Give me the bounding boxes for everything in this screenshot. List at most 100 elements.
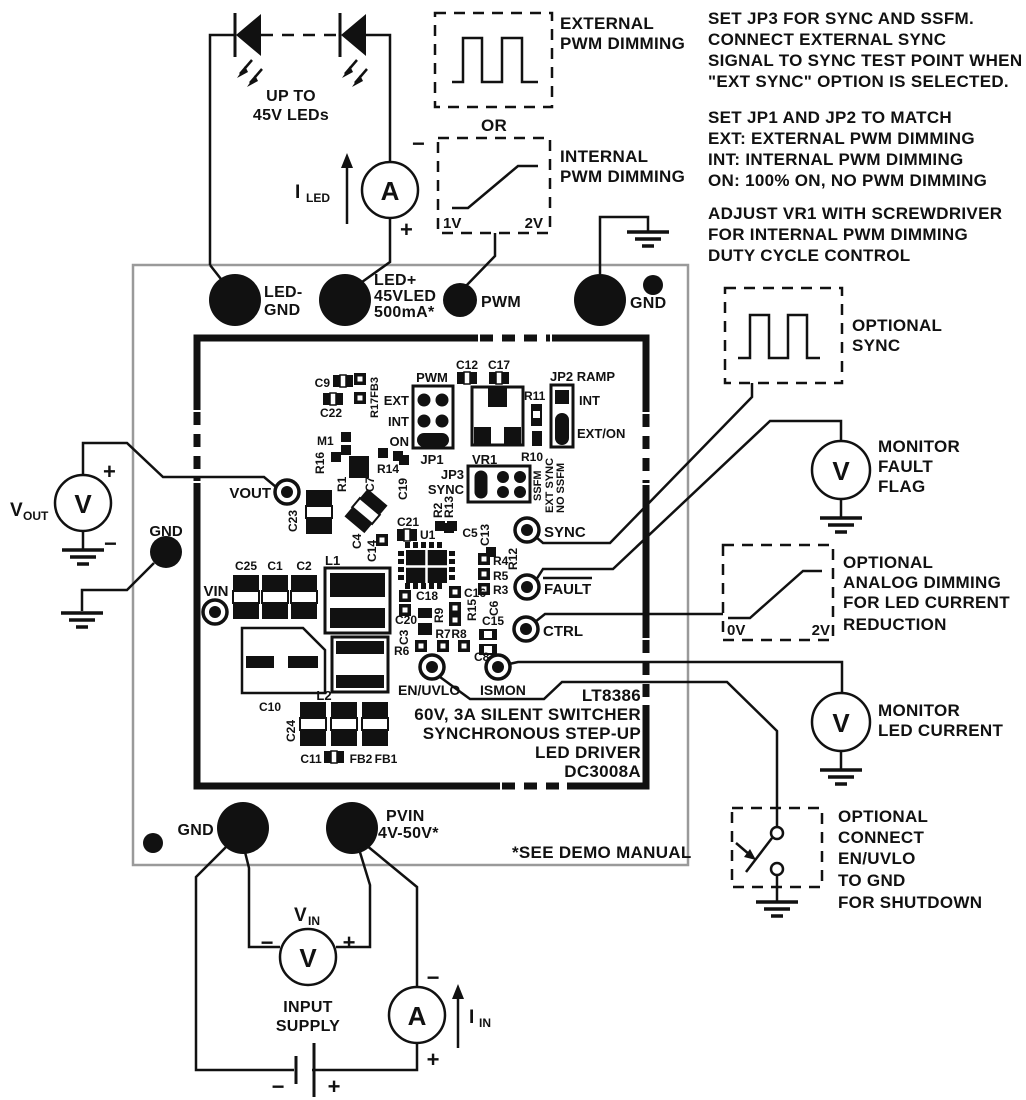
callout-label: TO GND xyxy=(838,871,906,890)
vin-label-sub: IN xyxy=(308,914,320,928)
ref-label: C20 xyxy=(395,613,417,627)
plus-sign: + xyxy=(400,217,413,242)
note-line: "EXT SYNC" OPTION IS SELECTED. xyxy=(708,72,1009,91)
ref-label: C8 xyxy=(474,650,490,664)
jp1-title: PWM xyxy=(416,370,448,385)
minus-sign: − xyxy=(104,531,117,556)
ref-label: R15 xyxy=(465,599,479,621)
terminal-label: LED- xyxy=(264,284,303,301)
terminal-pvin: PVIN 4V-50V* xyxy=(326,802,439,854)
analog-dimming-callout: 0V 2V OPTIONAL ANALOG DIMMING FOR LED CU… xyxy=(721,543,1010,642)
ref-label: R13 xyxy=(442,496,456,518)
terminal-label: GND xyxy=(264,302,300,319)
l2-inductor xyxy=(330,635,390,694)
note-line: EXT: EXTERNAL PWM DIMMING xyxy=(708,129,975,148)
callout-label: FLAG xyxy=(878,477,925,496)
input-supply-label-1: INPUT xyxy=(283,999,333,1016)
ref-label: R8 xyxy=(451,627,467,641)
ref-label: C18 xyxy=(416,589,438,603)
iin-ammeter: A − + xyxy=(387,965,447,1072)
ref-label: FB2 xyxy=(350,752,373,766)
ref-label: C13 xyxy=(478,524,492,546)
ref-label: C4 xyxy=(350,533,364,549)
external-pwm-label-2: PWM DIMMING xyxy=(560,34,685,53)
jumper-jp3: JP3 SYNC SSFM EXT SYNC NO SSFM xyxy=(428,458,567,513)
minus-sign: − xyxy=(427,965,440,990)
input-supply-label-2: SUPPLY xyxy=(276,1018,340,1035)
vin-voltmeter: V − + xyxy=(261,927,356,987)
ismon-wire xyxy=(508,660,844,693)
terminal-label: GND xyxy=(630,295,666,312)
led-ammeter: A − + xyxy=(360,131,425,242)
minus-sign: − xyxy=(272,1074,285,1099)
jp3-title: SYNC xyxy=(428,482,465,497)
tp-label: ISMON xyxy=(480,682,526,698)
jp3-option: SSFM xyxy=(532,470,544,501)
internal-pwm-label-1: INTERNAL xyxy=(560,147,648,166)
vout-meter: V + − V OUT xyxy=(10,441,277,566)
terminal-pwm: PWM xyxy=(443,283,521,317)
ref-label: R14 xyxy=(377,462,399,476)
ramp-wave-icon xyxy=(728,569,822,620)
ammeter-letter: A xyxy=(381,176,400,206)
en-uvlo-testpoint xyxy=(418,653,446,681)
terminal-label: 4V-50V* xyxy=(378,825,439,842)
silk-line: 60V, 3A SILENT SWITCHER xyxy=(414,705,641,724)
led-string-voltage: 45V LEDs xyxy=(253,107,329,124)
ramp-high-label: 2V xyxy=(812,622,830,639)
tp-label: CTRL xyxy=(543,623,583,640)
input-supply-circuit: − + V IN V − + INPUT SUPPLY A − + I IN xyxy=(194,844,491,1099)
plus-sign: + xyxy=(328,1074,341,1099)
minus-sign: − xyxy=(261,930,274,955)
note-line: INT: INTERNAL PWM DIMMING xyxy=(708,150,964,169)
ref-label: C16 xyxy=(464,586,486,600)
ref-label: R4 xyxy=(493,554,509,568)
voltmeter-letter: V xyxy=(832,456,850,486)
plus-sign: + xyxy=(343,930,356,955)
monitor-led-meter: V MONITOR LED CURRENT xyxy=(810,691,1003,786)
iled-label: I xyxy=(295,182,300,203)
terminal-label: PVIN xyxy=(386,808,425,825)
callout-label: FAULT xyxy=(878,457,933,476)
note-line: ADJUST VR1 WITH SCREWDRIVER xyxy=(708,204,1002,223)
ref-label: C7 xyxy=(363,476,377,492)
c10-cap xyxy=(240,626,327,695)
ref-label: C17 xyxy=(488,358,510,372)
external-pwm-callout: EXTERNAL PWM DIMMING xyxy=(433,11,685,109)
vout-label-sub: OUT xyxy=(23,509,49,523)
terminal-label: 45VLED xyxy=(374,288,436,305)
en-uvlo-wire xyxy=(439,675,779,827)
ref-label: R7 xyxy=(435,627,451,641)
ref-label: C3 xyxy=(397,629,411,645)
board-testpoints: VOUT VIN SYNC FAULT CTRL EN/UVLO ISMON xyxy=(201,478,592,698)
ref-label: M1 xyxy=(317,434,334,448)
ground-icon xyxy=(59,611,105,629)
ref-label: R2 xyxy=(431,502,445,518)
terminal-label: GND xyxy=(178,822,214,839)
ammeter-letter: A xyxy=(408,1001,427,1031)
ref-label: R9 xyxy=(432,607,446,623)
callout-label: LED CURRENT xyxy=(878,721,1003,740)
callout-label: ANALOG DIMMING xyxy=(843,573,1001,592)
led-string-circuit: UP TO 45V LEDs A − + I LED xyxy=(208,13,425,289)
ref-label: C6 xyxy=(487,600,501,616)
battery-icon: − + xyxy=(272,1043,341,1099)
ground-icon xyxy=(60,548,106,566)
callout-label: FOR LED CURRENT xyxy=(843,593,1010,612)
terminal-gnd-top: GND xyxy=(574,215,671,326)
mounting-hole xyxy=(643,275,663,295)
terminal-gnd-bottom: GND xyxy=(178,802,269,854)
ref-label: C14 xyxy=(365,540,379,562)
note-line: CONNECT EXTERNAL SYNC xyxy=(708,30,946,49)
tp-label: SYNC xyxy=(544,524,586,541)
led-string-label: UP TO xyxy=(266,88,316,105)
ref-label: R3 xyxy=(493,583,509,597)
callout-label: OPTIONAL xyxy=(838,807,928,826)
callout-label: OPTIONAL xyxy=(843,553,933,572)
jp2-option: INT xyxy=(579,393,600,408)
note-line: FOR INTERNAL PWM DIMMING xyxy=(708,225,968,244)
silk-line: LT8386 xyxy=(582,686,641,705)
tp-label: FAULT xyxy=(544,581,591,598)
ref-label: C1 xyxy=(267,559,283,573)
